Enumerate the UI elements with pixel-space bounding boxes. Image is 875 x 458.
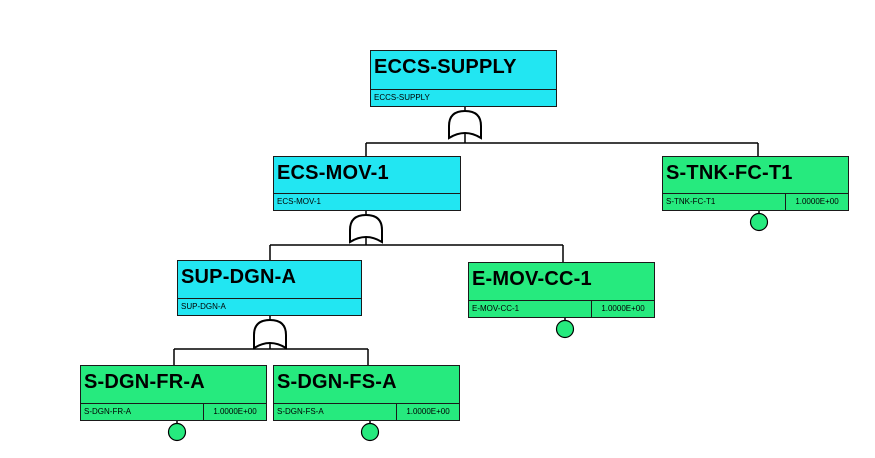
basic-event-circle-icon	[749, 212, 769, 232]
gate-node-ecs-mov-1[interactable]: ECS-MOV-1 ECS-MOV-1	[273, 156, 461, 211]
gate-description-row: ECCS-SUPPLY	[371, 89, 556, 106]
basic-event-s-tnk-fc-t1[interactable]: S-TNK-FC-T1 S-TNK-FC-T1 1.0000E+00	[662, 156, 849, 211]
gate-node-sup-dgn-a[interactable]: SUP-DGN-A SUP-DGN-A	[177, 260, 362, 316]
event-description: S-TNK-FC-T1	[666, 197, 716, 206]
basic-event-s-dgn-fs-a[interactable]: S-DGN-FS-A S-DGN-FS-A 1.0000E+00	[273, 365, 460, 421]
event-probability: 1.0000E+00	[785, 194, 848, 210]
event-description: E-MOV-CC-1	[472, 304, 520, 313]
basic-event-circle-icon	[167, 422, 187, 442]
or-gate-icon	[448, 109, 482, 140]
event-description-row: S-TNK-FC-T1 1.0000E+00	[663, 193, 848, 210]
event-name: S-TNK-FC-T1	[666, 162, 793, 184]
event-description: S-DGN-FS-A	[277, 407, 324, 416]
gate-node-eccs-supply[interactable]: ECCS-SUPPLY ECCS-SUPPLY	[370, 50, 557, 107]
gate-description-row: SUP-DGN-A	[178, 298, 361, 315]
basic-event-circle-icon	[360, 422, 380, 442]
gate-name: SUP-DGN-A	[181, 266, 297, 288]
event-description-row: E-MOV-CC-1 1.0000E+00	[469, 300, 654, 317]
event-name: S-DGN-FS-A	[277, 371, 397, 393]
gate-description: SUP-DGN-A	[181, 302, 226, 311]
event-name: S-DGN-FR-A	[84, 371, 205, 393]
gate-name: ECS-MOV-1	[277, 162, 389, 184]
gate-name: ECCS-SUPPLY	[374, 56, 517, 78]
event-name: E-MOV-CC-1	[472, 268, 592, 290]
basic-event-e-mov-cc-1[interactable]: E-MOV-CC-1 E-MOV-CC-1 1.0000E+00	[468, 262, 655, 318]
basic-event-circle-icon	[555, 319, 575, 339]
or-gate-icon	[253, 318, 287, 350]
event-probability: 1.0000E+00	[396, 404, 459, 420]
event-probability: 1.0000E+00	[591, 301, 654, 317]
gate-description: ECCS-SUPPLY	[374, 93, 430, 102]
or-gate-icon	[349, 213, 383, 244]
event-probability: 1.0000E+00	[203, 404, 266, 420]
basic-event-s-dgn-fr-a[interactable]: S-DGN-FR-A S-DGN-FR-A 1.0000E+00	[80, 365, 267, 421]
gate-description: ECS-MOV-1	[277, 197, 322, 206]
event-description-row: S-DGN-FR-A 1.0000E+00	[81, 403, 266, 420]
event-description: S-DGN-FR-A	[84, 407, 132, 416]
event-description-row: S-DGN-FS-A 1.0000E+00	[274, 403, 459, 420]
gate-description-row: ECS-MOV-1	[274, 193, 460, 210]
